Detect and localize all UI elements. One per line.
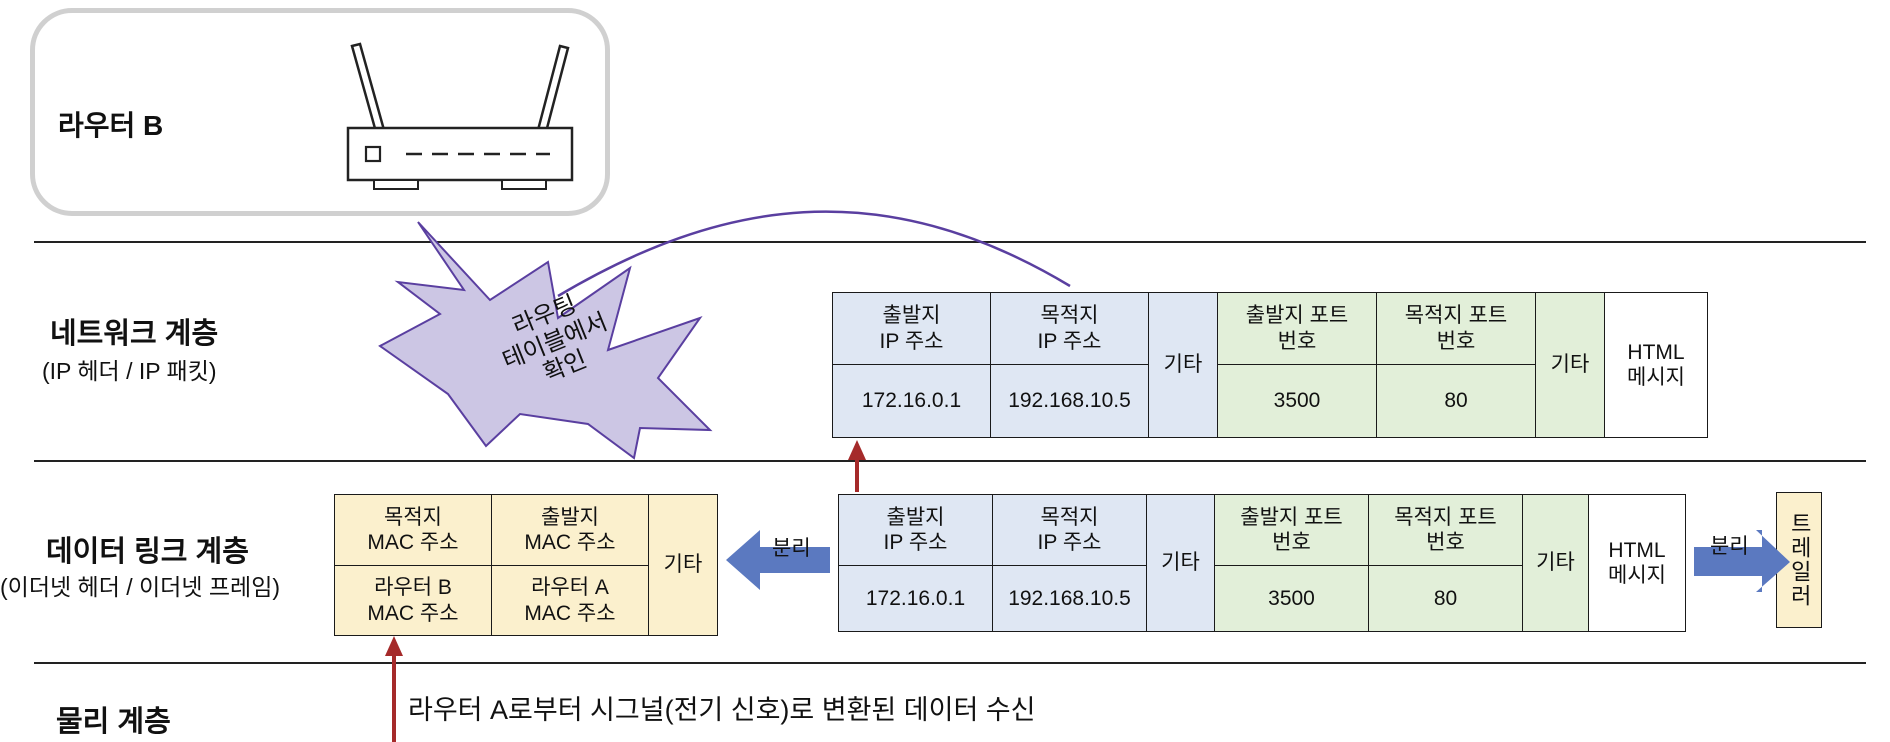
tcp-other: 기타 (1522, 494, 1589, 632)
router-icon (346, 42, 574, 190)
html-message: HTML 메시지 (1604, 292, 1708, 438)
red-arrow-physical (385, 636, 403, 656)
left-blue-arrow (726, 530, 830, 590)
datalink-layer-title: 데이터 링크 계층 (46, 536, 249, 568)
src-ip-value: 172.16.0.1 (838, 565, 993, 632)
router-panel (30, 8, 610, 216)
left-arrow-label: 분리 (772, 537, 811, 560)
network-layer-title: 네트워크 계층 (50, 318, 219, 350)
divider-3 (34, 662, 1866, 664)
network-layer-subtitle: (IP 헤더 / IP 패킷) (42, 358, 217, 384)
dst-ip-header: 목적지 IP 주소 (992, 494, 1147, 566)
dst-port-value: 80 (1368, 565, 1523, 632)
html-message: HTML 메시지 (1588, 494, 1686, 632)
dst-ip-header: 목적지 IP 주소 (990, 292, 1149, 365)
eth-other: 기타 (648, 494, 718, 636)
tcp-other: 기타 (1535, 292, 1605, 438)
src-ip-header: 출발지 IP 주소 (832, 292, 991, 365)
dst-port-value: 80 (1376, 364, 1536, 438)
right-blue-arrow (1694, 530, 1790, 592)
src-port-value: 3500 (1214, 565, 1369, 632)
dst-ip-value: 192.168.10.5 (992, 565, 1147, 632)
dst-ip-value: 192.168.10.5 (990, 364, 1149, 438)
dst-mac-header: 목적지 MAC 주소 (334, 494, 492, 566)
ip-other: 기타 (1148, 292, 1218, 438)
src-port-value: 3500 (1217, 364, 1377, 438)
right-arrow-label: 분리 (1710, 535, 1749, 558)
router-label: 라우터 B (58, 110, 164, 141)
divider-1 (34, 241, 1866, 243)
physical-description: 라우터 A로부터 시그널(전기 신호)로 변환된 데이터 수신 (408, 695, 1036, 725)
dst-port-header: 목적지 포트 번호 (1368, 494, 1523, 566)
src-ip-value: 172.16.0.1 (832, 364, 991, 438)
src-port-header: 출발지 포트 번호 (1214, 494, 1369, 566)
src-mac-value: 라우터 A MAC 주소 (491, 565, 649, 636)
dst-mac-value: 라우터 B MAC 주소 (334, 565, 492, 636)
dst-port-header: 목적지 포트 번호 (1376, 292, 1536, 365)
ip-other: 기타 (1146, 494, 1215, 632)
divider-2 (34, 460, 1866, 462)
src-ip-header: 출발지 IP 주소 (838, 494, 993, 566)
datalink-layer-subtitle: (이더넷 헤더 / 이더넷 프레임) (0, 574, 281, 600)
physical-layer-title: 물리 계층 (56, 706, 171, 738)
red-arrow-network (848, 440, 866, 460)
